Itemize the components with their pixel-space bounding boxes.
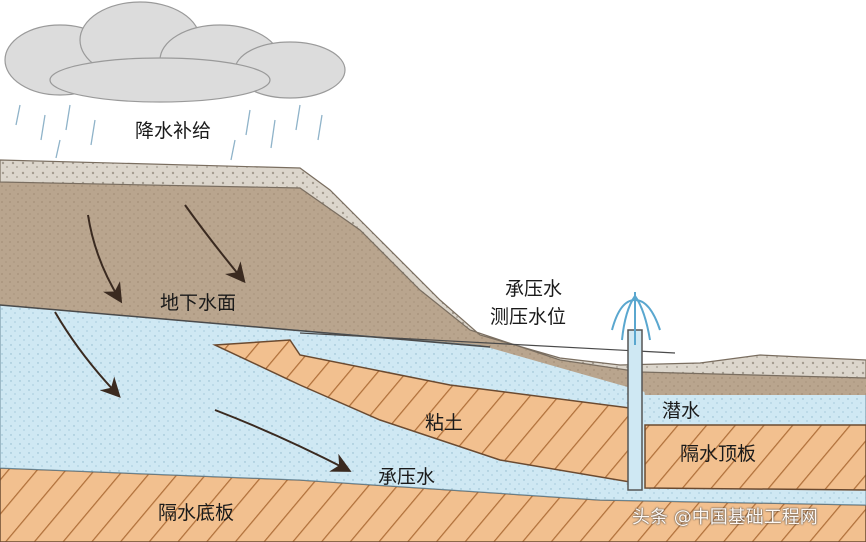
water-table-line [0, 304, 491, 348]
flow-arrows [54, 204, 352, 472]
fountain-icon [611, 292, 661, 345]
artesian-well [627, 329, 643, 491]
label-clay: 粘土 [425, 412, 464, 434]
label-confined-head-1: 承压水 [505, 278, 563, 300]
label-confined-head-2: 测压水位 [490, 306, 567, 328]
rain-icon [15, 104, 323, 161]
surface-gravel [0, 159, 866, 379]
upper-aquitard-layer [644, 424, 866, 491]
cloud-icon [4, 1, 346, 103]
label-upper-aquitard: 隔水顶板 [680, 443, 757, 465]
label-water-table: 地下水面 [160, 292, 237, 314]
label-lower-aquitard: 隔水底板 [158, 502, 235, 524]
watermark: 头条 @中国基础工程网 [632, 507, 818, 528]
label-recharge: 降水补给 [135, 120, 212, 142]
unsaturated-soil [0, 180, 866, 395]
label-phreatic: 潜水 [662, 400, 701, 422]
label-confined-water: 承压水 [378, 466, 436, 488]
piezometric-level-line [299, 332, 676, 354]
